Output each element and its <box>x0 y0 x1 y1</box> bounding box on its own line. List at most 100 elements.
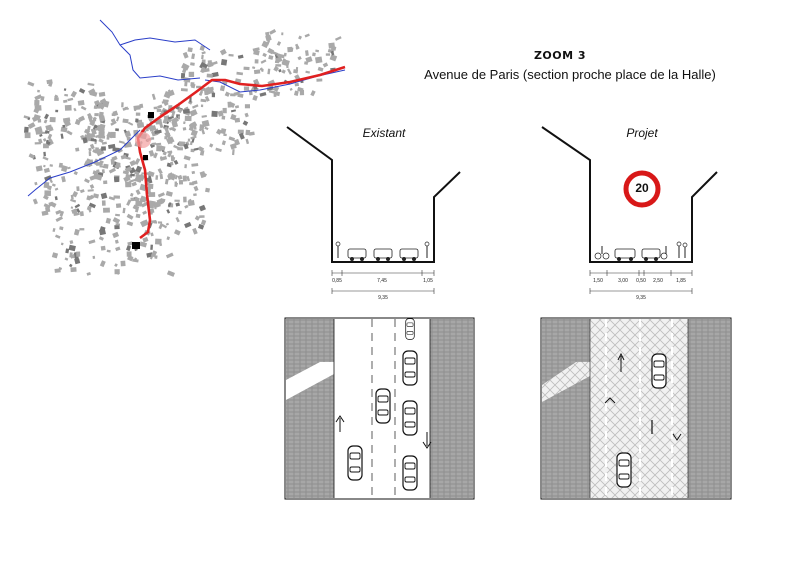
building-block <box>274 60 280 64</box>
existing-parked-car-4 <box>402 455 418 491</box>
building-block <box>166 121 170 125</box>
building-block <box>55 109 59 113</box>
building-block <box>76 186 80 192</box>
building-block <box>189 96 192 103</box>
building-block <box>61 165 68 173</box>
building-block <box>187 138 191 142</box>
building-block <box>151 130 155 135</box>
building-block <box>76 208 81 213</box>
building-block <box>98 236 104 241</box>
project-width-1: 1,50 <box>593 278 603 284</box>
building-block <box>174 199 180 202</box>
building-block <box>166 270 175 277</box>
building-block <box>188 71 195 77</box>
building-block <box>101 200 106 206</box>
building-block <box>244 112 249 118</box>
building-block <box>211 61 218 66</box>
building-block <box>99 226 106 233</box>
project-label: Projet <box>626 126 658 140</box>
building-block <box>95 134 100 139</box>
building-block <box>94 173 103 181</box>
building-block <box>182 108 190 114</box>
building-block <box>88 88 96 95</box>
building-block <box>122 207 126 214</box>
building-block <box>193 124 197 130</box>
building-block <box>106 249 111 253</box>
building-block <box>297 56 302 61</box>
building-block <box>305 56 313 63</box>
building-block <box>254 59 259 64</box>
building-block <box>71 208 78 214</box>
building-block <box>127 255 134 262</box>
building-block <box>294 82 299 87</box>
building-block <box>223 133 227 137</box>
existing-car-moving-2 <box>347 445 363 481</box>
building-block <box>207 86 214 91</box>
building-block <box>220 59 228 66</box>
building-block <box>238 132 245 140</box>
building-block <box>135 165 143 173</box>
building-block <box>79 211 84 217</box>
building-block <box>178 210 182 215</box>
building-block <box>190 62 195 66</box>
building-block <box>27 117 31 121</box>
building-block <box>244 104 250 109</box>
building-block <box>192 227 198 235</box>
building-block <box>153 152 158 159</box>
building-block <box>100 245 106 251</box>
building-block <box>276 41 282 46</box>
building-block <box>231 149 235 156</box>
building-block <box>335 36 342 41</box>
building-block <box>135 213 141 219</box>
building-block <box>108 196 116 201</box>
project-width-2: 3,00 <box>618 278 628 284</box>
building-block <box>167 202 172 207</box>
building-block <box>154 255 158 259</box>
building-block <box>148 149 155 157</box>
building-block <box>206 73 213 78</box>
building-block <box>184 115 192 122</box>
building-block <box>159 173 164 180</box>
building-block <box>166 209 171 214</box>
building-block <box>76 251 81 257</box>
existing-car-moving-1 <box>375 388 391 424</box>
building-block <box>268 89 276 94</box>
building-block <box>180 88 188 92</box>
building-block <box>190 135 197 140</box>
building-block <box>113 176 120 183</box>
existing-total: 9,35 <box>378 295 388 301</box>
building-block <box>150 232 154 237</box>
building-block <box>170 161 174 166</box>
building-block <box>190 148 195 153</box>
building-block <box>54 196 58 201</box>
building-block <box>49 164 53 167</box>
building-block <box>125 181 132 188</box>
building-block <box>211 71 219 78</box>
building-block <box>142 210 148 215</box>
building-block <box>105 217 112 224</box>
route-focus <box>135 132 151 148</box>
building-block <box>164 126 169 133</box>
building-block <box>67 97 74 102</box>
building-block <box>139 241 148 248</box>
building-block <box>43 167 50 173</box>
building-block <box>151 93 156 100</box>
building-block <box>267 47 275 55</box>
building-block <box>175 216 180 223</box>
building-block <box>177 107 183 114</box>
building-block <box>73 228 80 236</box>
building-block <box>227 101 232 108</box>
building-block <box>200 219 207 226</box>
building-block <box>304 33 310 38</box>
building-block <box>151 137 155 140</box>
building-block <box>134 257 138 261</box>
building-block <box>224 91 231 97</box>
building-block <box>191 163 199 167</box>
building-block <box>278 68 282 73</box>
building-block <box>49 178 53 184</box>
building-block <box>157 168 163 175</box>
building-block <box>159 223 168 229</box>
existing-section <box>286 126 461 294</box>
building-block <box>87 82 95 87</box>
